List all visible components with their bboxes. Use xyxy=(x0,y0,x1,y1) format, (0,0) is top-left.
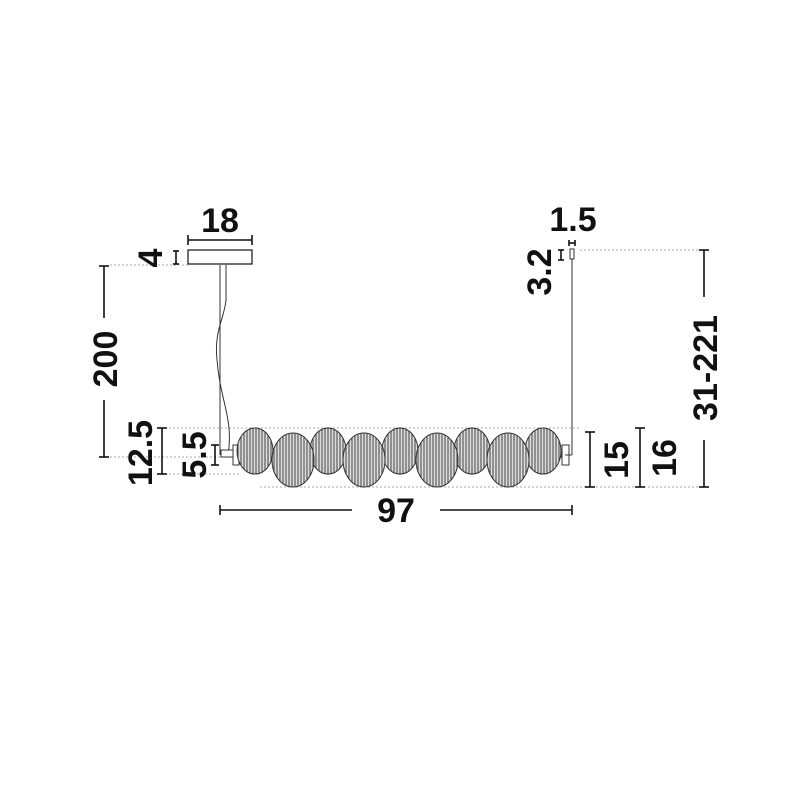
cable-length-dimension: 200 xyxy=(87,265,125,458)
orb xyxy=(453,427,491,475)
orb xyxy=(381,427,419,475)
suspension-cables xyxy=(215,265,240,466)
orb xyxy=(342,432,386,488)
canopy-width-label: 18 xyxy=(201,202,239,240)
bracket-height-dimension: 5.5 xyxy=(176,431,219,479)
right-rod: 1.5 3.2 xyxy=(521,201,597,456)
body-height-right-label: 15 xyxy=(598,441,636,479)
body-height-left-dimension: 12.5 xyxy=(122,420,167,486)
body-height-total-label: 16 xyxy=(646,439,684,477)
guide-lines xyxy=(110,249,700,488)
orb xyxy=(524,427,562,475)
orb xyxy=(271,432,315,488)
rod-canopy-width-label: 1.5 xyxy=(549,201,596,239)
body-height-total-dimension: 16 xyxy=(635,427,684,488)
orb xyxy=(309,427,347,475)
orb xyxy=(486,432,530,488)
total-width-dimension: 97 xyxy=(219,492,573,530)
cable-length-label: 200 xyxy=(87,331,125,388)
body-height-left-label: 12.5 xyxy=(122,420,160,486)
total-width-label: 97 xyxy=(377,492,415,530)
rod-canopy-height-label: 3.2 xyxy=(521,248,559,295)
orb-chain xyxy=(236,427,570,488)
height-range-label: 31-221 xyxy=(687,315,725,421)
left-canopy: 18 4 xyxy=(132,202,253,267)
canopy-height-label: 4 xyxy=(132,248,170,267)
bracket-height-label: 5.5 xyxy=(176,431,214,478)
body-height-right-dimension: 15 xyxy=(585,431,636,488)
orb xyxy=(415,432,459,488)
orb xyxy=(236,427,274,475)
height-range-dimension: 31-221 xyxy=(687,249,725,488)
